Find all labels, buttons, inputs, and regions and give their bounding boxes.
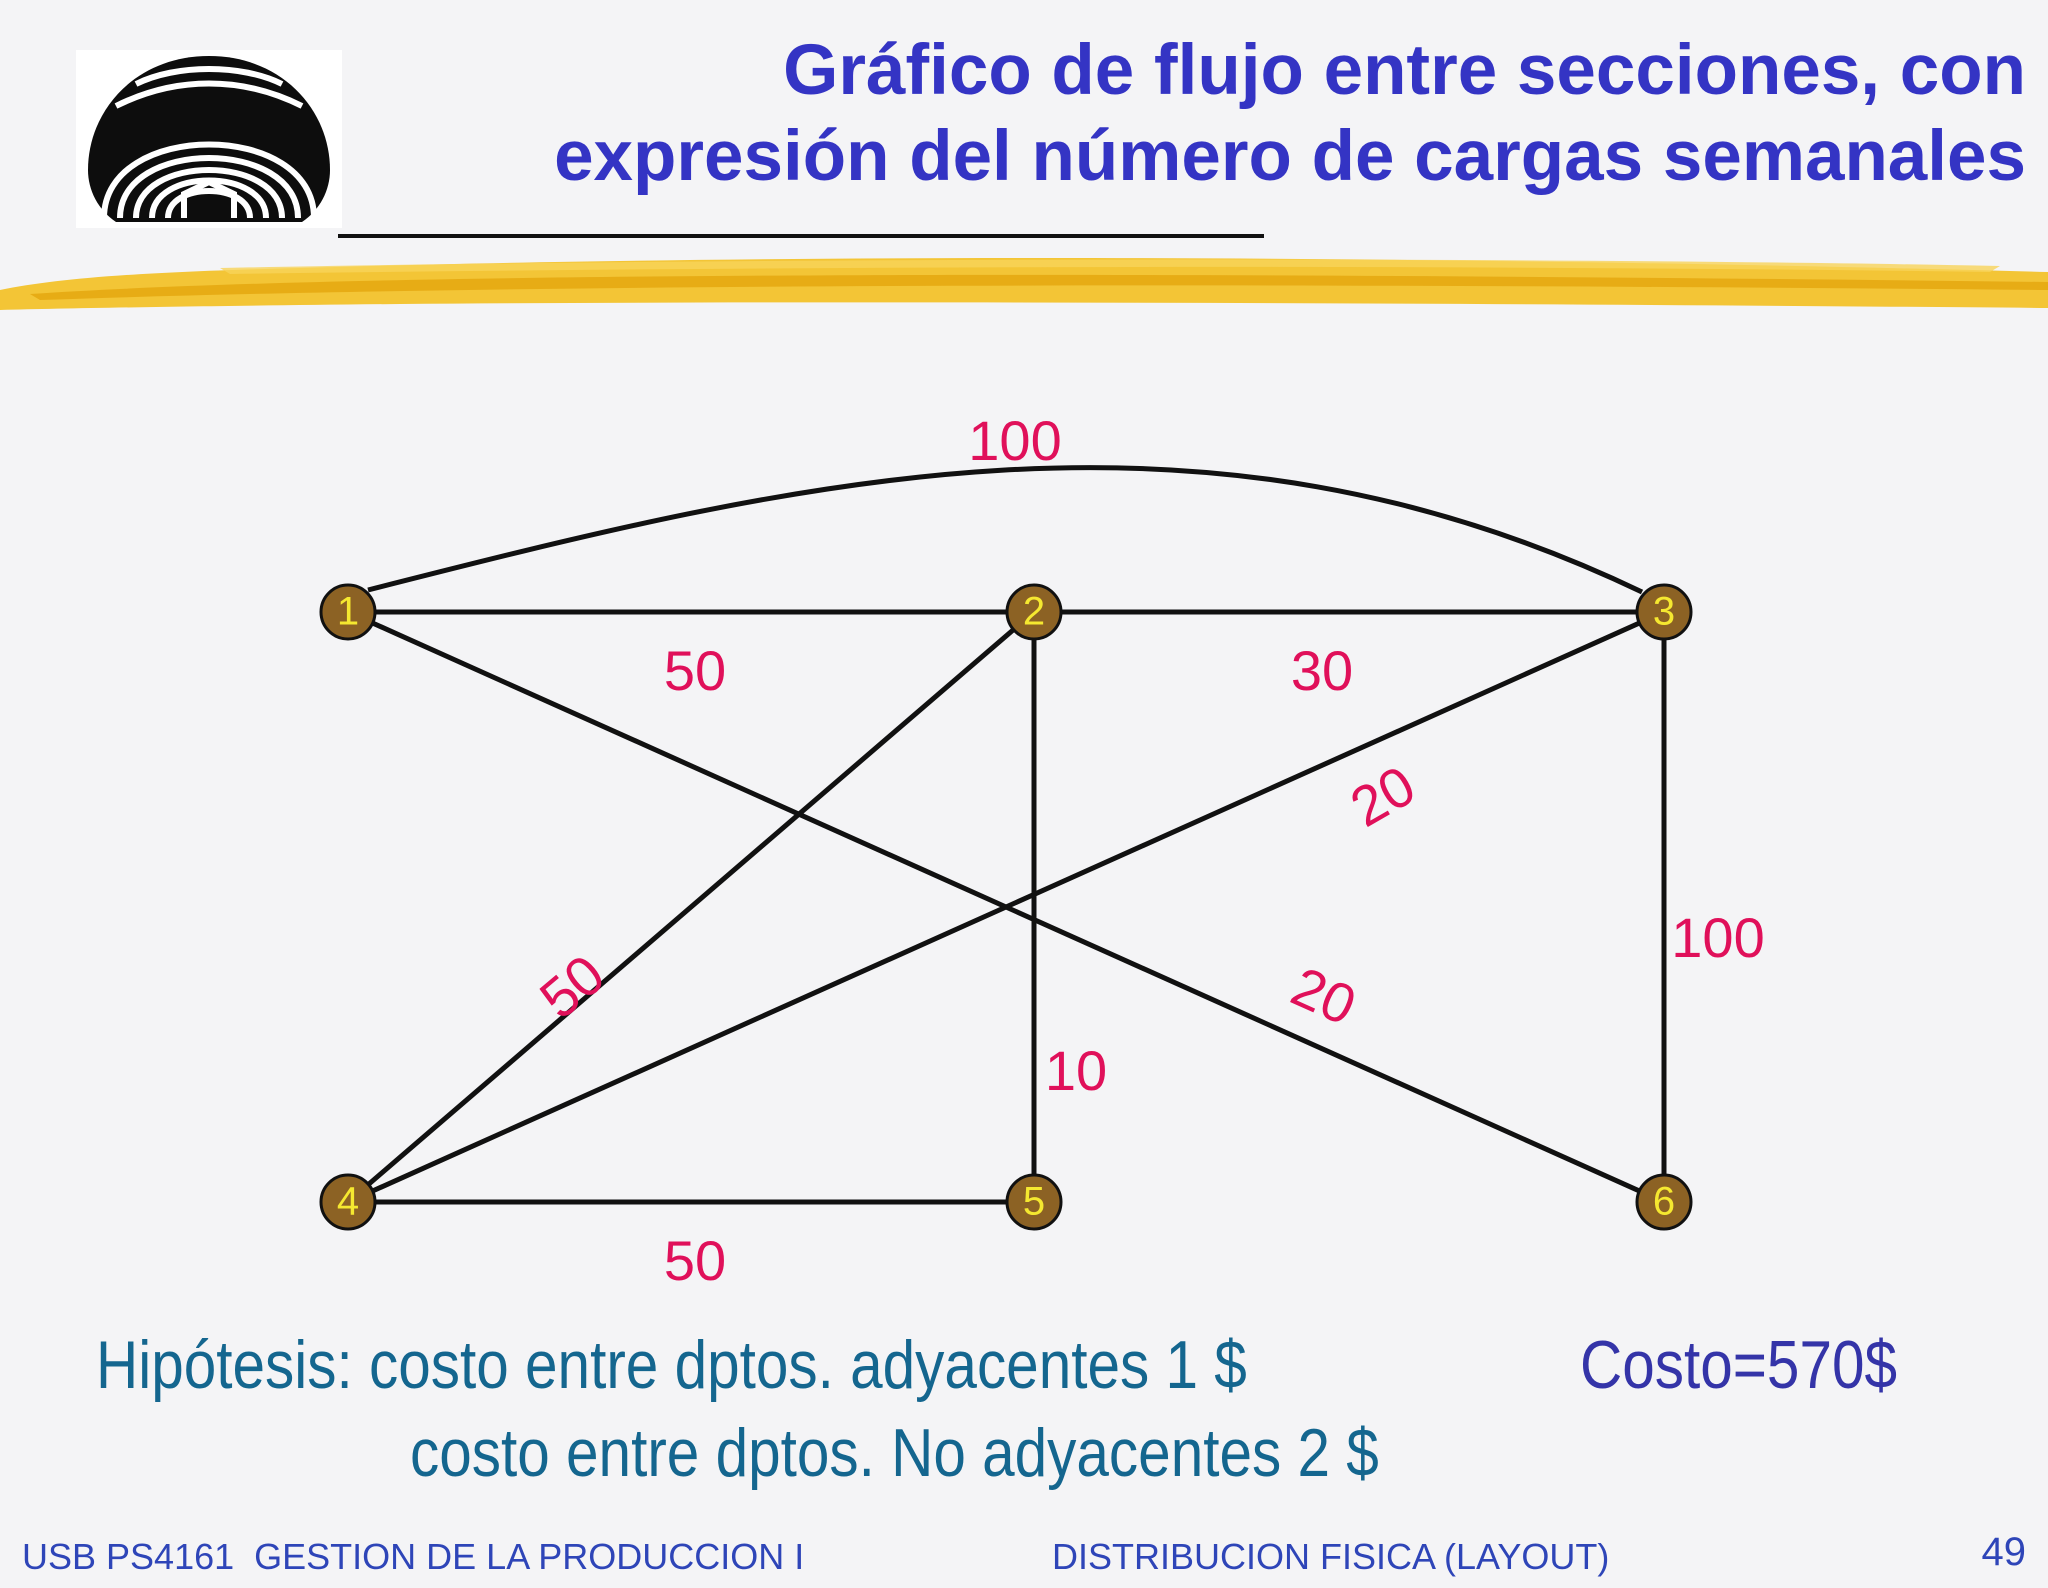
title-underline [338,234,1264,238]
university-logo [76,50,342,228]
nodes: 1 2 3 4 5 6 [319,583,1693,1231]
node-label-6: 6 [1653,1180,1675,1224]
edge-2-4 [346,610,1036,1204]
node-circle-2 [1005,583,1063,641]
edge-weight-4-5: 50 [664,1229,726,1292]
edge-weight-3-6: 100 [1671,906,1764,969]
node-6: 6 [1635,1173,1693,1231]
node-1: 1 [319,583,377,641]
page-number: 49 [1981,1530,2027,1574]
node-label-2: 2 [1023,590,1045,634]
edge-weight-1-6: 20 [1283,954,1366,1037]
node-3: 3 [1635,583,1693,641]
edge-weights: 100 50 30 20 100 50 20 10 50 [528,409,1765,1292]
edge-weight-2-5: 10 [1045,1039,1107,1102]
edge-weight-2-4: 50 [528,942,616,1030]
edge-1-3 [367,465,1644,595]
total-cost: Costo=570$ [1580,1327,1898,1403]
edges [346,465,1667,1205]
edge-1-6 [346,609,1666,1205]
edge-weight-1-3: 100 [968,409,1061,472]
decorative-brush-stroke [0,258,2048,310]
edge-weight-2-3: 30 [1291,639,1353,702]
node-circle-6 [1635,1173,1693,1231]
title-line-2: expresión del número de cargas semanales [554,117,2026,196]
node-label-1: 1 [337,590,359,634]
node-4: 4 [319,1173,377,1231]
node-label-5: 5 [1023,1180,1045,1224]
node-2: 2 [1005,583,1063,641]
edge-weight-3-4: 20 [1340,753,1425,839]
hypothesis-line-1: Hipótesis: costo entre dptos. adyacentes… [96,1327,1247,1403]
hypothesis-line-2: costo entre dptos. No adyacentes 2 $ [410,1415,1379,1491]
title-line-1: Gráfico de flujo entre secciones, con [783,31,2026,110]
node-circle-5 [1005,1173,1063,1231]
node-circle-3 [1635,583,1693,641]
footer-course: USB PS4161 GESTION DE LA PRODUCCION I [22,1536,805,1577]
node-circle-1 [319,583,377,641]
node-label-4: 4 [337,1180,359,1224]
edge-weight-1-2: 50 [664,639,726,702]
slide-title: Gráfico de flujo entre secciones, con ex… [386,28,2026,200]
node-5: 5 [1005,1173,1063,1231]
node-label-3: 3 [1653,590,1675,634]
node-circle-4 [319,1173,377,1231]
footer-topic: DISTRIBUCION FISICA (LAYOUT) [1052,1536,1610,1577]
